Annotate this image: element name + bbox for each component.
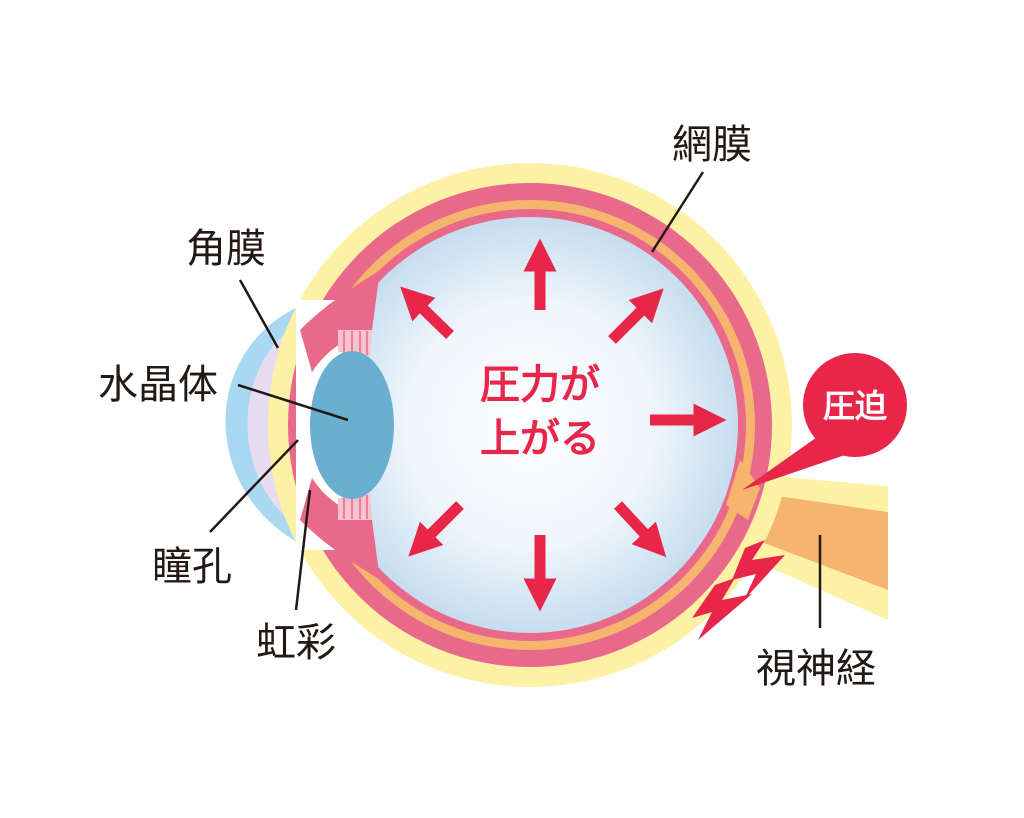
zonule-lines-upper	[343, 331, 368, 355]
label-retina: 網膜	[672, 122, 752, 168]
zonule-upper	[338, 330, 372, 356]
arrow-up-left	[400, 286, 454, 339]
zonule-lower	[338, 494, 372, 520]
leader-lens	[237, 383, 349, 422]
lightning-icon	[692, 578, 752, 640]
leader-cornea	[238, 279, 280, 349]
bubble-circle	[803, 353, 907, 457]
leader-iris	[294, 489, 312, 611]
label-iris: 虹彩	[256, 620, 336, 666]
pressure-arrows	[400, 238, 727, 612]
arrow-down-right	[613, 501, 667, 558]
leader-lines	[209, 171, 822, 628]
optic-disc	[726, 460, 760, 520]
bubble-tail	[742, 435, 845, 490]
iris-upper	[300, 270, 380, 372]
label-cornea: 角膜	[186, 226, 266, 272]
cornea	[225, 305, 320, 545]
arrow-up-right	[608, 288, 664, 344]
compression-bubble: 圧迫	[742, 353, 907, 490]
arrow-down-left	[408, 501, 464, 557]
zonule-lines-lower	[343, 495, 368, 519]
pressure-text-line1: 圧力が	[480, 362, 600, 408]
label-pupil: 瞳孔	[152, 544, 232, 590]
lens	[310, 351, 394, 499]
iris-lower	[300, 478, 380, 580]
leader-pupil	[209, 439, 299, 533]
leader-retina	[650, 171, 705, 253]
pressure-text-line2: 上がる	[480, 416, 600, 462]
label-optic-nerve: 視神経	[756, 646, 876, 692]
label-lens: 水晶体	[98, 362, 218, 408]
bubble-text: 圧迫	[823, 387, 887, 425]
lightning-icon	[732, 540, 785, 600]
